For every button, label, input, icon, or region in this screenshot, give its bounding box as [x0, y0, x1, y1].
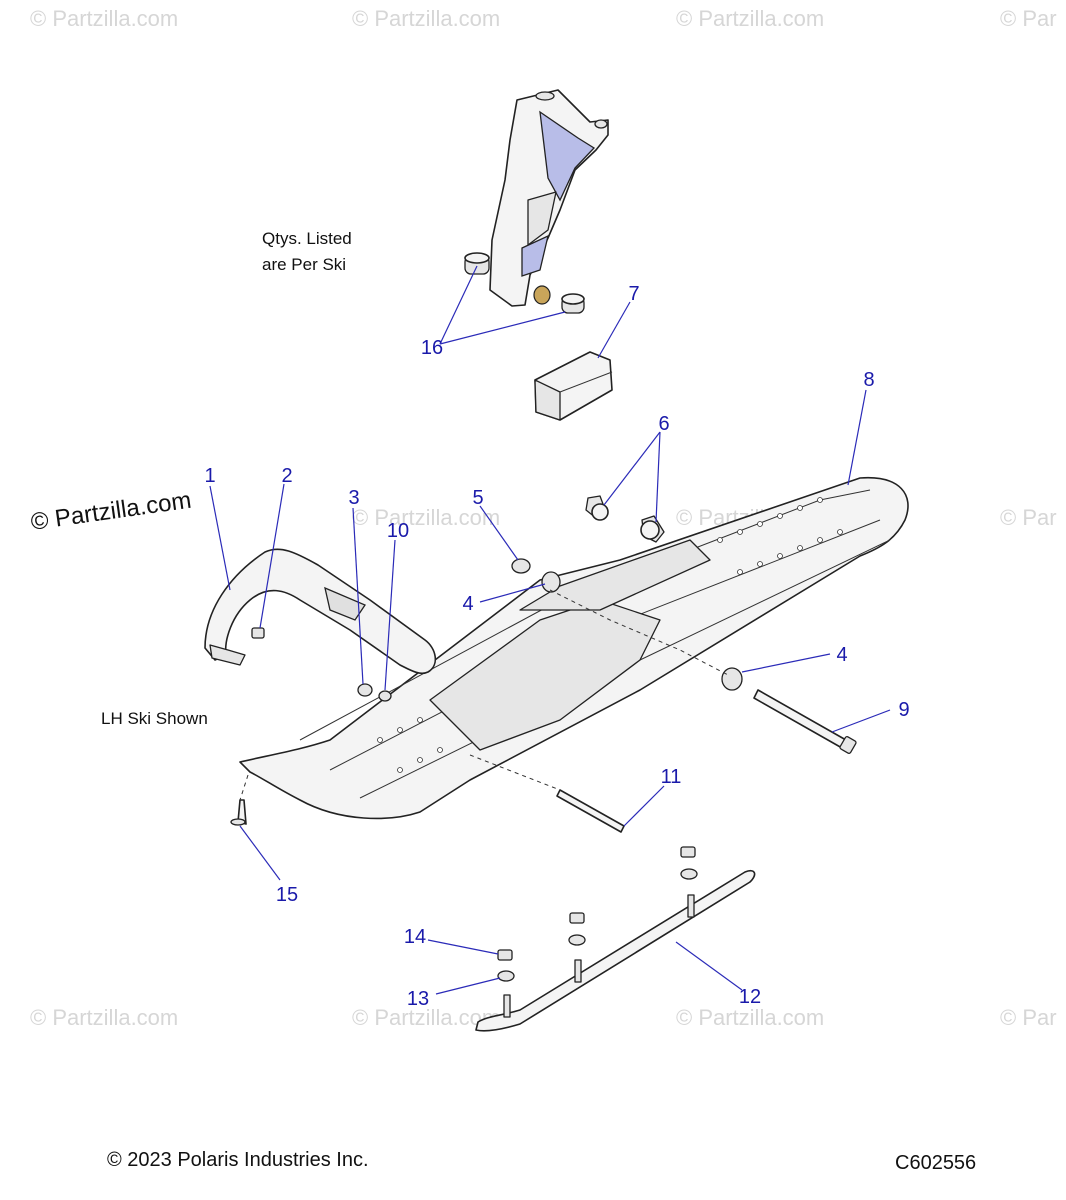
spindle-part — [464, 89, 609, 314]
watermark-main: © Partzilla.com — [29, 487, 193, 536]
wear-rod-part — [475, 846, 756, 1032]
leader-lines — [209, 265, 891, 995]
watermark: © Partzilla.com — [676, 1005, 824, 1030]
watermark: © Partzilla.com — [30, 1005, 178, 1030]
watermark: © Partzilla.com — [676, 6, 824, 31]
watermark: © Par — [1000, 1005, 1057, 1030]
callout-7: 7 — [628, 283, 639, 305]
diagram-code: C602556 — [895, 1152, 976, 1174]
callout-16: 16 — [421, 337, 443, 359]
hardware-parts — [230, 495, 857, 833]
bumper-block-part — [534, 351, 613, 421]
qty-note-line1: Qtys. Listed — [262, 229, 352, 248]
callout-2: 2 — [281, 465, 292, 487]
callout-3: 3 — [348, 487, 359, 509]
callout-13: 13 — [407, 988, 429, 1010]
callout-10: 10 — [387, 520, 409, 542]
watermark: © Par — [1000, 6, 1057, 31]
watermark: © Partzilla.com — [352, 1005, 500, 1030]
callout-6: 6 — [658, 413, 669, 435]
callout-9: 9 — [898, 699, 909, 721]
watermark: © Par — [1000, 505, 1057, 530]
callout-12: 12 — [739, 986, 761, 1008]
callout-5: 5 — [472, 487, 483, 509]
callout-4: 4 — [462, 593, 473, 615]
watermark: © Partzilla.com — [352, 505, 500, 530]
callout-14: 14 — [404, 926, 426, 948]
side-note: LH Ski Shown — [101, 709, 208, 728]
callout-11: 11 — [661, 766, 682, 788]
callout-4: 4 — [836, 644, 847, 666]
callout-15: 15 — [276, 884, 298, 906]
copyright-text: © 2023 Polaris Industries Inc. — [107, 1149, 369, 1171]
qty-note-line2: are Per Ski — [262, 255, 346, 274]
ski-part — [239, 476, 909, 820]
watermark: © Partzilla.com — [352, 6, 500, 31]
callout-8: 8 — [863, 369, 874, 391]
callout-1: 1 — [204, 465, 215, 487]
watermark: © Partzilla.com — [30, 6, 178, 31]
ski-loop-part — [204, 548, 437, 675]
callouts: 1 2 3 4 4 5 6 7 8 9 10 11 12 13 14 15 16 — [204, 283, 909, 1010]
